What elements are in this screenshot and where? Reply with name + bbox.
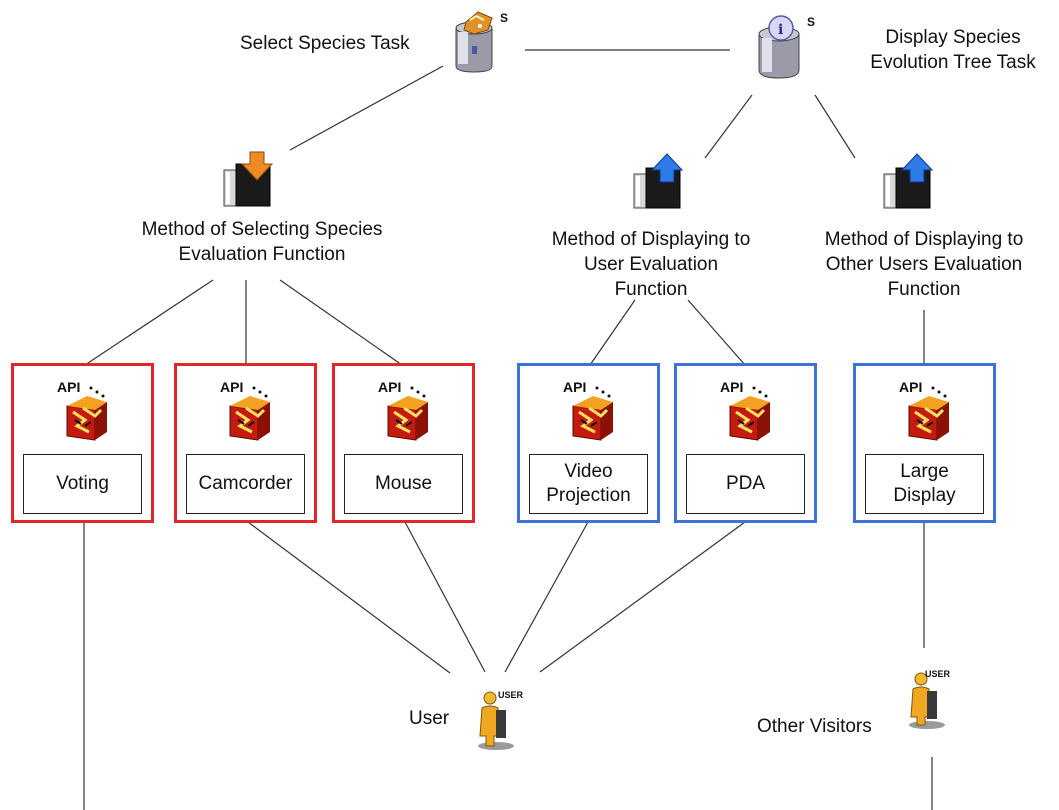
device-box-pda: API PDA (674, 363, 817, 523)
device-box-mouse: API Mouse (332, 363, 475, 523)
api-component-icon: API (220, 379, 270, 441)
other-visitors-person-icon: USER (909, 669, 951, 729)
line-usermethod-to-video (589, 299, 636, 366)
device-camcorder-line1: Camcorder (198, 473, 293, 494)
user-label: User (409, 708, 450, 729)
line-pda-to-user (539, 521, 746, 673)
method-user-line2: User Evaluation (583, 254, 719, 275)
display-task-line1: Display Species (885, 27, 1021, 48)
svg-text:i: i (778, 22, 783, 38)
device-large-line1: Large (900, 461, 949, 482)
line-mouse-to-user (404, 521, 486, 673)
api-component-icon: API (563, 379, 613, 441)
method-selecting-line2: Evaluation Function (178, 244, 346, 265)
user-icon-text: USER (498, 690, 524, 700)
api-text: API (378, 379, 401, 395)
method-others-line2: Other Users Evaluation (825, 254, 1023, 275)
method-others-line3: Function (887, 279, 961, 300)
device-box-video-projection: API Video Projection (517, 363, 660, 523)
others-icon-text: USER (925, 669, 951, 679)
display-task-badge: S (807, 15, 815, 29)
method-others-label: Method of Displaying to Other Users Eval… (804, 227, 1044, 302)
device-label-camcorder: Camcorder (186, 454, 305, 514)
display-task-line2: Evolution Tree Task (870, 52, 1036, 73)
line-method-to-mouse (279, 279, 403, 366)
method-user-label: Method of Displaying to User Evaluation … (531, 227, 771, 302)
device-label-voting: Voting (23, 454, 142, 514)
api-text: API (57, 379, 80, 395)
method-selecting-line1: Method of Selecting Species (141, 219, 383, 240)
device-label-pda: PDA (686, 454, 805, 514)
select-species-task-label: Select Species Task (240, 33, 410, 54)
api-text: API (899, 379, 922, 395)
line-camcorder-to-user (247, 521, 451, 674)
method-selecting-label: Method of Selecting Species Evaluation F… (112, 217, 412, 267)
line-display-to-others-method (814, 94, 856, 159)
api-component-icon: API (57, 379, 107, 441)
device-label-mouse: Mouse (344, 454, 463, 514)
api-component-icon: API (720, 379, 770, 441)
device-voting-line1: Voting (56, 473, 109, 494)
api-component-icon: API (378, 379, 428, 441)
device-label-large-display: Large Display (865, 454, 984, 514)
device-video-line2: Projection (546, 485, 631, 506)
device-box-camcorder: API Camcorder (174, 363, 317, 523)
device-video-line1: Video (564, 461, 613, 482)
display-task-icon: i S (758, 15, 815, 79)
device-box-large-display: API Large Display (853, 363, 996, 523)
select-task-icon: S (455, 11, 508, 73)
other-visitors-label: Other Visitors (757, 716, 872, 737)
api-text: API (220, 379, 243, 395)
line-display-to-user-method (704, 94, 753, 159)
method-user-line3: Function (614, 279, 688, 300)
display-species-task-label: Display Species Evolution Tree Task (858, 25, 1048, 75)
api-text: API (720, 379, 743, 395)
device-mouse-line1: Mouse (374, 473, 433, 494)
device-large-line2: Display (893, 485, 956, 506)
line-usermethod-to-pda (687, 299, 746, 366)
line-method-to-voting (84, 279, 214, 366)
up-arrow-method-icon-others (883, 153, 934, 209)
up-arrow-method-icon-user (633, 153, 684, 209)
line-select-to-method (289, 65, 444, 151)
select-task-badge: S (500, 11, 508, 25)
device-pda-line1: PDA (725, 473, 766, 494)
line-video-to-user (504, 521, 589, 673)
api-text: API (563, 379, 586, 395)
down-arrow-method-icon (223, 151, 274, 207)
user-person-icon: USER (478, 690, 524, 750)
method-others-line1: Method of Displaying to (824, 229, 1024, 250)
method-user-line1: Method of Displaying to (551, 229, 751, 250)
api-component-icon: API (899, 379, 949, 441)
device-box-voting: API Voting (11, 363, 154, 523)
device-label-video-projection: Video Projection (529, 454, 648, 514)
